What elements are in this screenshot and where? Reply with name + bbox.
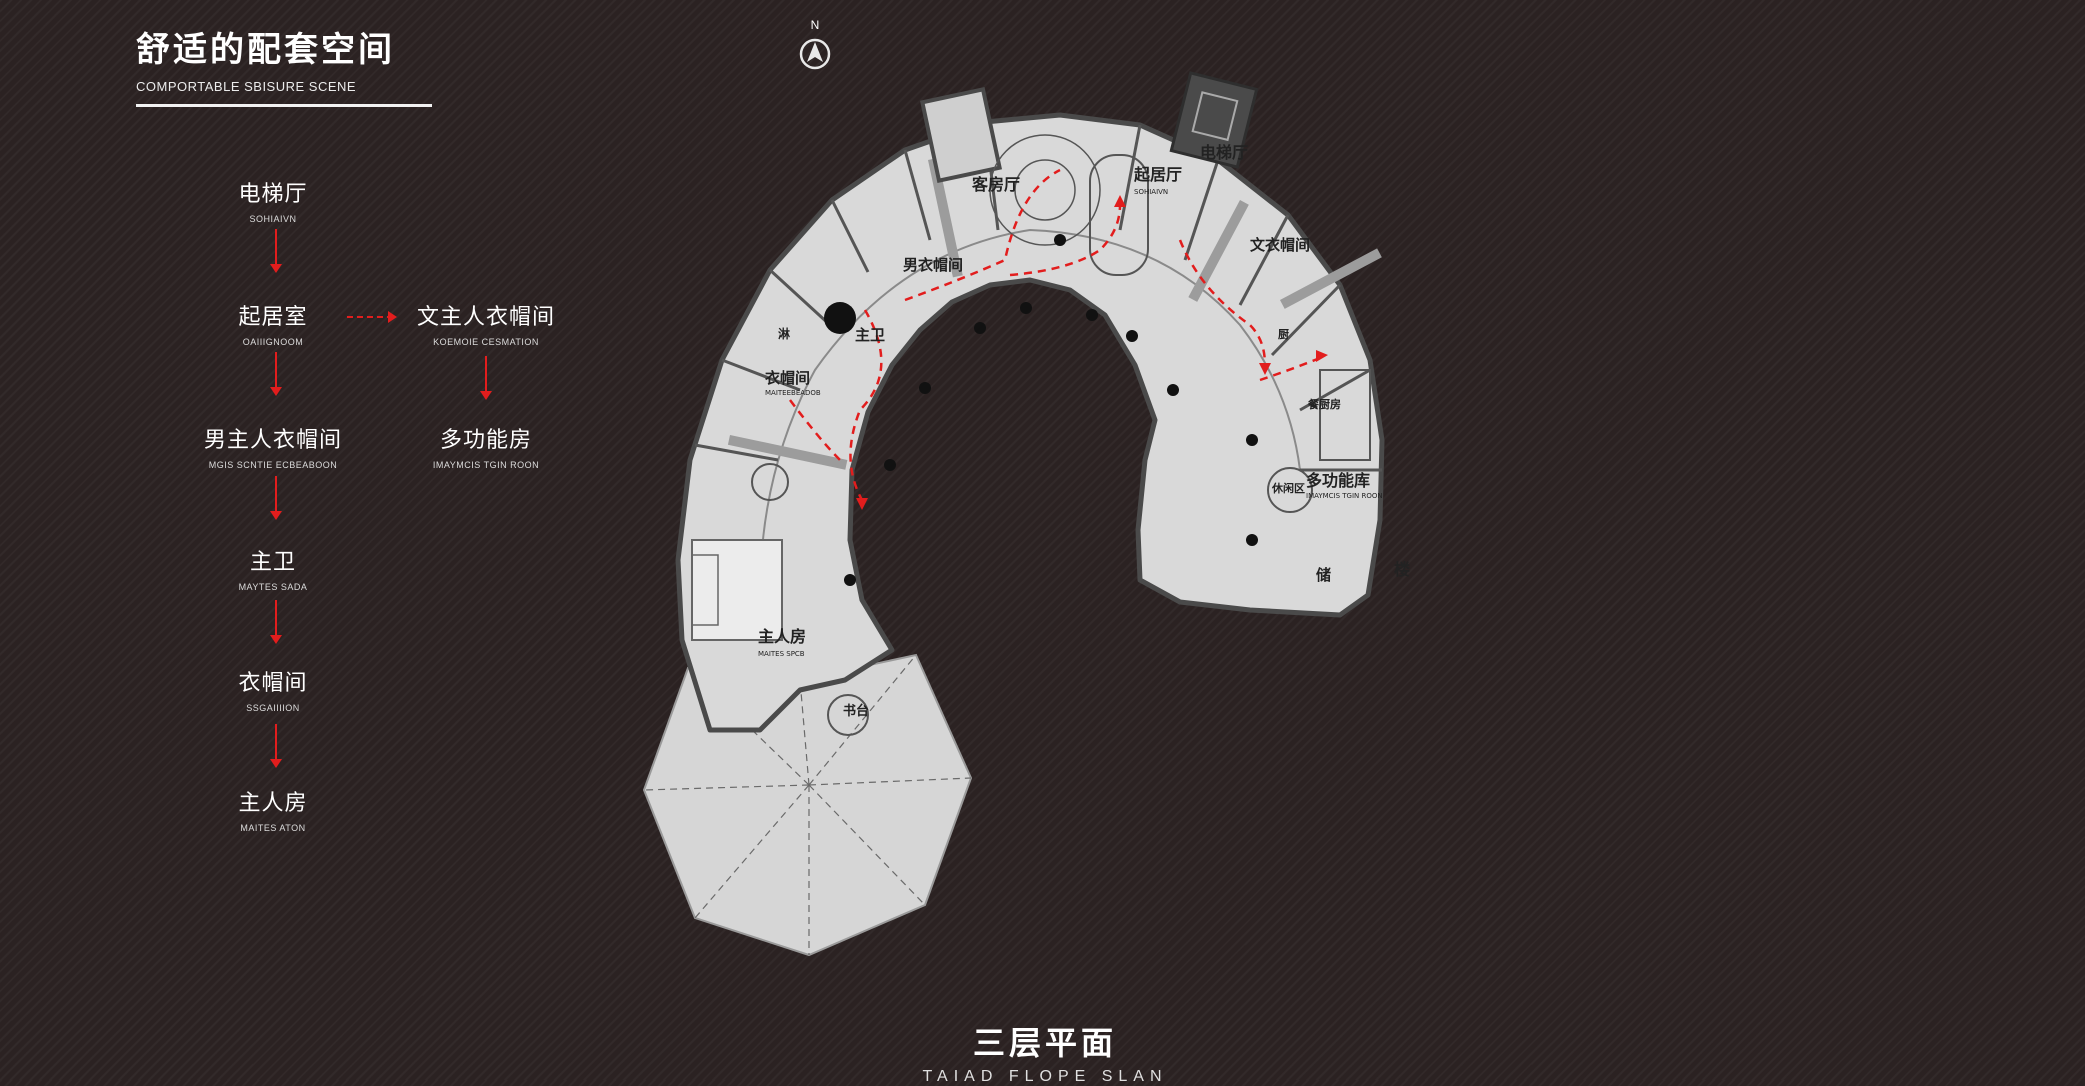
floor-plan: 电梯厅 起居厅 SOHIAIVN 客房厅 男衣帽间 主卫 淋 衣帽间 MAITE… — [642, 71, 1410, 957]
flow-node-elevator-hall: 电梯厅 SOHIAIVN — [238, 182, 308, 224]
flow-arrow — [270, 352, 282, 396]
room-label: 多功能库 — [1306, 471, 1370, 490]
room-label: 书台 — [843, 703, 869, 719]
room-label-en: MAITES SPCB — [758, 650, 805, 658]
flow-node-multi-function-room: 多功能房 IMAYMCIS TGIN ROON — [432, 428, 540, 470]
flow-arrow — [270, 600, 282, 644]
compass-icon — [799, 38, 831, 70]
room-label: 起居厅 — [1133, 165, 1182, 184]
plan-subtitle: TAIAD FLOPE SLAN — [922, 1068, 1168, 1085]
page-title: 舒适的配套空间 — [136, 30, 395, 70]
room-label: 储 — [1316, 566, 1331, 584]
flow-node-master-closet: 男主人衣帽间 MGIS SCNTIE ECBEABOON — [203, 428, 342, 470]
room-label: 男衣帽间 — [903, 256, 963, 274]
room-label: 厨 — [1278, 328, 1289, 341]
page-subtitle: COMPORTABLE SBISURE SCENE — [136, 79, 357, 94]
room-label: 衣帽间 — [765, 369, 810, 387]
circulation-arrowheads — [856, 195, 1328, 510]
flow-node-living-room: 起居室 OAIIIGNOOM — [238, 305, 308, 347]
room-label: 休闲区 — [1271, 481, 1305, 495]
room-label-en: IMAYMCIS TGIN ROON — [1306, 492, 1383, 500]
flow-node-closet: 衣帽间 SSGAIIIION — [238, 671, 308, 713]
room-label: 电梯厅 — [1200, 143, 1248, 162]
header: 舒适的配套空间 COMPORTABLE SBISURE SCENE — [136, 22, 436, 107]
flow-arrow — [270, 229, 282, 273]
flow-arrow — [270, 476, 282, 520]
flow-node-master-bath: 主卫 MAYTES SADA — [238, 550, 308, 592]
flow-arrow — [270, 724, 282, 768]
room-label-en: MAITEEBEADOB — [765, 389, 821, 397]
flow-arrow — [480, 356, 492, 400]
flow-node-master-room: 主人房 MAITES ATON — [238, 791, 308, 833]
room-label: 客房厅 — [972, 175, 1020, 194]
circulation-paths — [789, 168, 1321, 501]
room-label: 餐厨房 — [1307, 397, 1341, 411]
flow-node-mistress-closet: 文主人衣帽间 KOEMOIE CESMATION — [416, 305, 555, 347]
room-label-en: SOHIAIVN — [1134, 188, 1168, 196]
footer: 三层平面 TAIAD FLOPE SLAN — [900, 1018, 1190, 1086]
room-label: 主卫 — [855, 326, 885, 344]
north-compass: N — [795, 18, 835, 76]
room-label: 淋 — [778, 326, 790, 341]
pavilion — [642, 653, 973, 957]
flow-arrow-horizontal — [347, 311, 397, 323]
room-label: 楼 — [1394, 560, 1410, 579]
header-rule — [136, 104, 432, 107]
room-label: 文衣帽间 — [1250, 236, 1310, 254]
plan-title: 三层平面 — [972, 1024, 1117, 1062]
building-ring — [675, 71, 1385, 736]
room-label: 主人房 — [758, 627, 806, 646]
room-labels: 电梯厅 起居厅 SOHIAIVN 客房厅 男衣帽间 主卫 淋 衣帽间 MAITE… — [758, 143, 1410, 719]
